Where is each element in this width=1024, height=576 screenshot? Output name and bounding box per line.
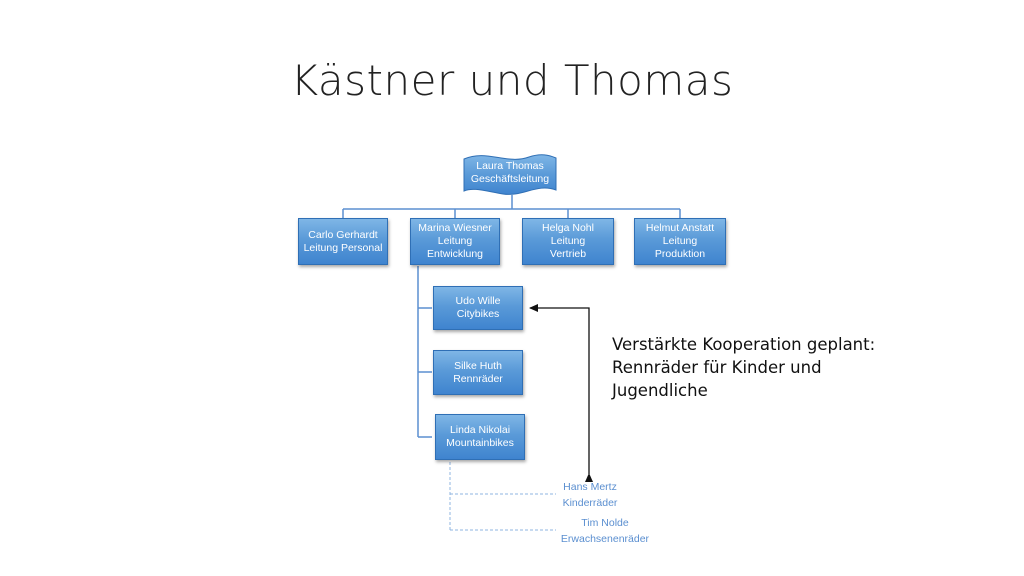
- department-role: Leitung Personal: [303, 241, 383, 254]
- sub-unit-role: Mountainbikes: [446, 437, 514, 449]
- root-node: Laura Thomas Geschäftsleitung: [463, 160, 557, 186]
- root-name: Laura Thomas: [476, 160, 544, 172]
- planned-unit-name: Hans Mertz: [563, 481, 617, 493]
- department-role-2: Entwicklung: [426, 248, 484, 260]
- sub-unit-name: Linda Nikolai: [449, 424, 511, 436]
- root-flag-shape: [463, 154, 557, 195]
- cooperation-arrow: [529, 304, 593, 482]
- department-name: Helmut Anstatt: [645, 222, 715, 234]
- planned-unit-role: Erwachsenenräder: [560, 533, 650, 545]
- planned-unit-connector: [449, 462, 556, 531]
- sub-unit-role: Citybikes: [456, 308, 500, 320]
- sub-unit-role: Rennräder: [453, 372, 503, 385]
- root-role: Geschäftsleitung: [470, 173, 550, 185]
- note-line-3: Jugendliche: [612, 381, 708, 400]
- planned-unit-erwachsenenraeder: Tim Nolde Erwachsenenräder: [550, 515, 660, 547]
- sub-unit-connector: [417, 266, 432, 438]
- planned-unit-kinderraeder: Hans Mertz Kinderräder: [552, 479, 628, 511]
- planned-unit-role: Kinderräder: [562, 497, 618, 509]
- sub-unit-name: Udo Wille: [455, 295, 501, 307]
- note-line-2: Rennräder für Kinder und: [612, 358, 822, 377]
- page-title: Kästner und Thomas: [290, 56, 734, 105]
- department-name: Marina Wiesner: [418, 222, 492, 234]
- sub-unit-box-citybikes: Udo Wille Citybikes: [433, 286, 523, 330]
- department-role: Leitung: [437, 235, 473, 247]
- sub-unit-box-rennraeder: Silke Huth Rennräder: [433, 350, 523, 395]
- root-connector: [342, 195, 681, 218]
- department-name: Carlo Gerhardt: [308, 228, 378, 241]
- planned-unit-name: Tim Nolde: [581, 517, 629, 529]
- department-box-production: Helmut Anstatt Leitung Produktion: [634, 218, 726, 265]
- cooperation-note: Verstärkte Kooperation geplant: Rennräde…: [612, 333, 882, 402]
- note-line-1: Verstärkte Kooperation geplant:: [612, 335, 876, 354]
- department-name: Helga Nohl Leitung: [542, 222, 594, 247]
- department-role: Vertrieb: [549, 248, 587, 260]
- department-box-sales: Helga Nohl Leitung Vertrieb: [522, 218, 614, 265]
- sub-unit-box-mountainbikes: Linda Nikolai Mountainbikes: [435, 414, 525, 460]
- sub-unit-name: Silke Huth: [454, 359, 502, 372]
- department-box-development: Marina Wiesner Leitung Entwicklung: [410, 218, 500, 265]
- department-role: Leitung Produktion: [654, 235, 706, 260]
- department-box-personal: Carlo Gerhardt Leitung Personal: [298, 218, 388, 265]
